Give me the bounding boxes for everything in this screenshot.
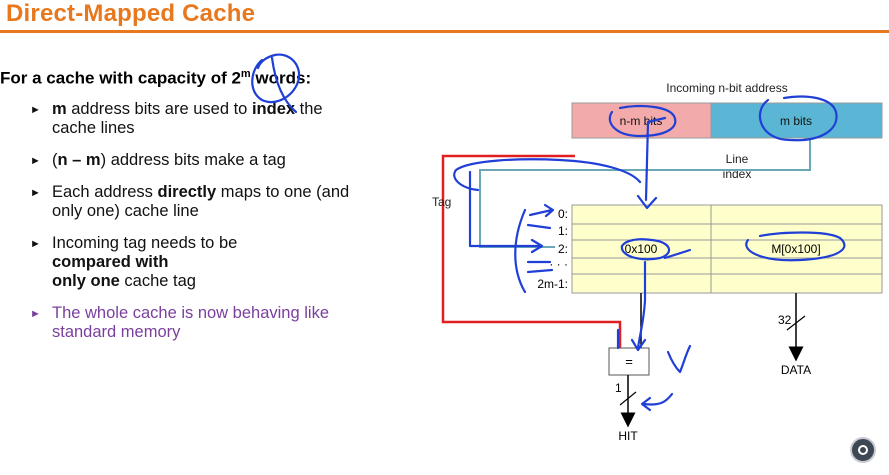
bullet-text: cache tag — [119, 272, 196, 290]
ink-circle-index-field — [758, 95, 838, 142]
ink-row-arrow — [526, 223, 552, 230]
triangle-bullet-icon: ► — [30, 187, 41, 199]
hit-width-label: 1 — [615, 381, 622, 395]
ink-row-arrow — [526, 268, 554, 274]
tag-wire — [441, 154, 622, 348]
intro-prefix: For a cache with capacity of 2 — [0, 68, 241, 88]
ink-circle-tag-field — [608, 105, 677, 138]
ink-row-arrow — [528, 203, 555, 218]
index-field-label: m bits — [780, 114, 812, 128]
index-field-box — [710, 102, 883, 139]
intro-exponent: m — [240, 68, 251, 80]
comparator-box — [608, 347, 650, 376]
title-underline — [0, 30, 889, 33]
triangle-bullet-icon: ► — [30, 155, 41, 167]
triangle-bullet-icon: ► — [30, 308, 41, 320]
ink-checkmark — [666, 344, 692, 374]
row-label-1: 1: — [558, 224, 568, 238]
ink-tag-arrow — [636, 116, 667, 210]
triangle-bullet-icon: ► — [30, 238, 41, 250]
bullet-item: ► Each address directly maps to one (and… — [30, 183, 370, 221]
handwritten-annotations — [251, 53, 846, 412]
bullet-bold: n – m — [57, 151, 101, 169]
data-label: DATA — [781, 363, 811, 377]
row-ellipsis: · · · — [549, 257, 568, 271]
triangle-bullet-icon: ► — [30, 104, 41, 116]
hit-slash — [619, 391, 637, 406]
row-label-2: 2: — [558, 242, 568, 256]
intro-line: For a cache with capacity of 2m words: — [0, 68, 311, 89]
bullet-text: maps to one (and only one) cache line — [52, 183, 350, 220]
bullet-bold: compared with — [52, 253, 169, 271]
bus-slash — [786, 315, 806, 331]
row-label-0: 0: — [558, 207, 568, 221]
ink-circle-row2-data — [745, 231, 846, 262]
bullet-bold: directly — [157, 183, 217, 201]
row-label-last: 2m-1: — [537, 277, 568, 291]
bullet-text: ( — [52, 151, 58, 169]
slide-title: Direct-Mapped Cache — [6, 0, 256, 27]
bullet-bold: index — [251, 100, 296, 118]
ink-circle-exponent — [251, 53, 301, 104]
ink-compare-arrow — [630, 260, 647, 352]
bullet-item: ► The whole cache is now behaving like s… — [30, 304, 370, 342]
tag-label: Tag — [432, 195, 451, 209]
ink-mark — [663, 248, 692, 260]
cache-array — [571, 204, 883, 294]
bullet-bold: m — [52, 100, 67, 118]
row2-data-value: M[0x100] — [771, 242, 820, 256]
bus-width-label: 32 — [778, 313, 792, 327]
ink-mark — [270, 56, 298, 114]
ink-circle-row2-tag — [620, 238, 670, 261]
bullet-text: Incoming tag needs to be — [52, 234, 238, 252]
bullet-item: ► m address bits are used to index the c… — [30, 100, 370, 138]
ink-bracket — [514, 208, 527, 294]
bullet-text: Each address — [52, 183, 158, 201]
bullet-text: address bits are used to — [66, 100, 252, 118]
bullet-text: The whole cache is now behaving like sta… — [52, 304, 329, 341]
tag-field-label: n-m bits — [620, 114, 663, 128]
ink-hit-arrow — [640, 392, 674, 412]
bullet-item: ► Incoming tag needs to be compared with… — [30, 234, 370, 291]
ink-tag-route — [453, 158, 642, 192]
comparator-symbol: = — [625, 354, 633, 369]
bullet-item: ► (n – m) address bits make a tag — [30, 151, 370, 170]
settings-button[interactable] — [850, 437, 876, 463]
bullet-text: the cache lines — [52, 100, 323, 137]
hit-label: HIT — [618, 429, 638, 443]
bullet-list: ► m address bits are used to index the c… — [30, 100, 370, 355]
row2-tag-value: 0x100 — [625, 242, 658, 256]
bullet-bold: only one — [52, 272, 120, 290]
line-index-label-1: Line — [726, 152, 749, 166]
bullet-text: ) address bits make a tag — [100, 151, 286, 169]
address-caption: Incoming n-bit address — [666, 81, 787, 95]
